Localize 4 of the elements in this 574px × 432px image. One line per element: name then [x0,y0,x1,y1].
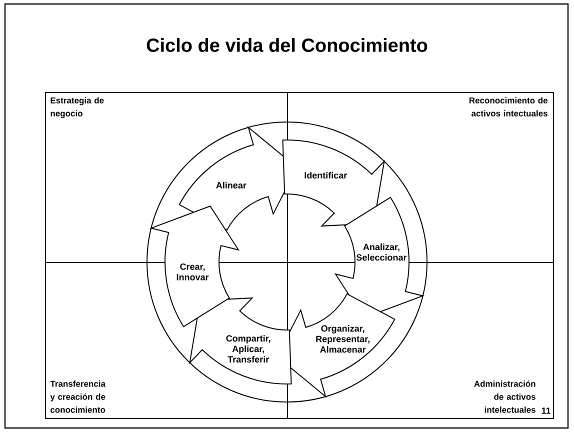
cycle-segment: Analizar, Seleccionar [335,196,424,318]
title: Ciclo de vida del Conocimiento [146,38,428,52]
cycle-segment: Crear, Innovar [150,206,239,328]
page-number: 11 [542,408,551,414]
